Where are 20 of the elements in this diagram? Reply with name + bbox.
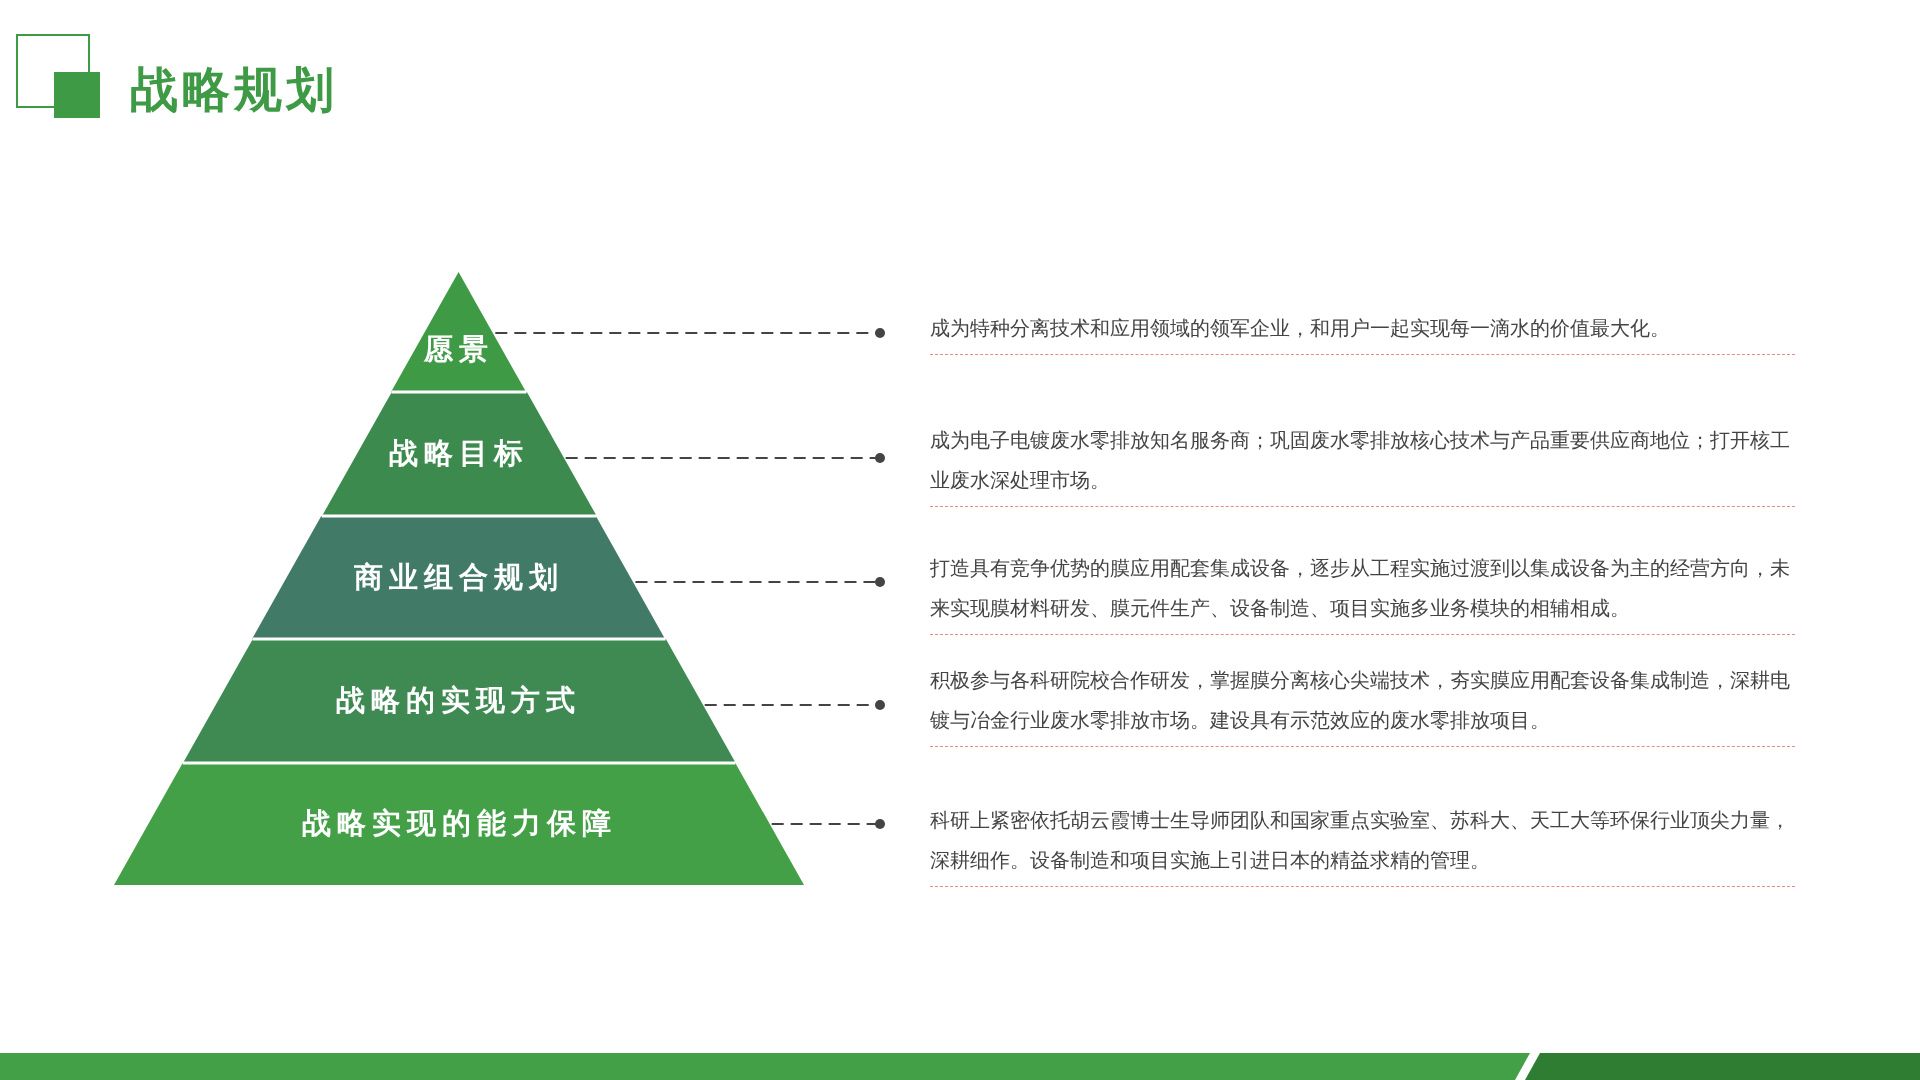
leader-line xyxy=(703,700,885,710)
description-text: 打造具有竞争优势的膜应用配套集成设备，逐步从工程实施过渡到以集成设备为主的经营方向，未来实现膜材料研发、膜元件生产、设备制造、项目实施多业务模块的相辅相成。 xyxy=(930,548,1795,635)
pyramid-tier xyxy=(182,639,736,763)
tier-label: 愿景 xyxy=(422,330,495,368)
pyramid-tier xyxy=(252,516,666,639)
tier-label: 战略目标 xyxy=(388,435,530,472)
description-text: 成为电子电镀废水零排放知名服务商；巩固废水零排放核心技术与产品重要供应商地位；打开核工业废水深处理市场。 xyxy=(930,420,1795,507)
leader-line xyxy=(770,819,885,829)
page-title: 战略规划 xyxy=(130,60,338,119)
description-text: 成为特种分离技术和应用领域的领军企业，和用户一起实现每一滴水的价值最大化。 xyxy=(930,308,1795,355)
tier-label: 商业组合规划 xyxy=(353,558,565,596)
pyramid-tier xyxy=(114,763,804,885)
leader-line xyxy=(494,328,885,338)
pyramid-tier xyxy=(321,392,597,516)
tier-label: 战略实现的能力保障 xyxy=(300,805,618,842)
description-text: 科研上紧密依托胡云霞博士生导师团队和国家重点实验室、苏科大、天工大等环保行业顶尖力量，深耕细作。设备制造和项目实施上引进日本的精益求精的管理。 xyxy=(930,800,1795,887)
leader-line xyxy=(564,453,885,463)
tier-label: 战略的实现方式 xyxy=(335,682,583,719)
description-text: 积极参与各科研院校合作研发，掌握膜分离核心尖端技术，夯实膜应用配套设备集成制造，深耕电镀与冶金行业废水零排放市场。建设具有示范效应的废水零排放项目。 xyxy=(930,660,1795,747)
leader-line xyxy=(634,577,885,587)
